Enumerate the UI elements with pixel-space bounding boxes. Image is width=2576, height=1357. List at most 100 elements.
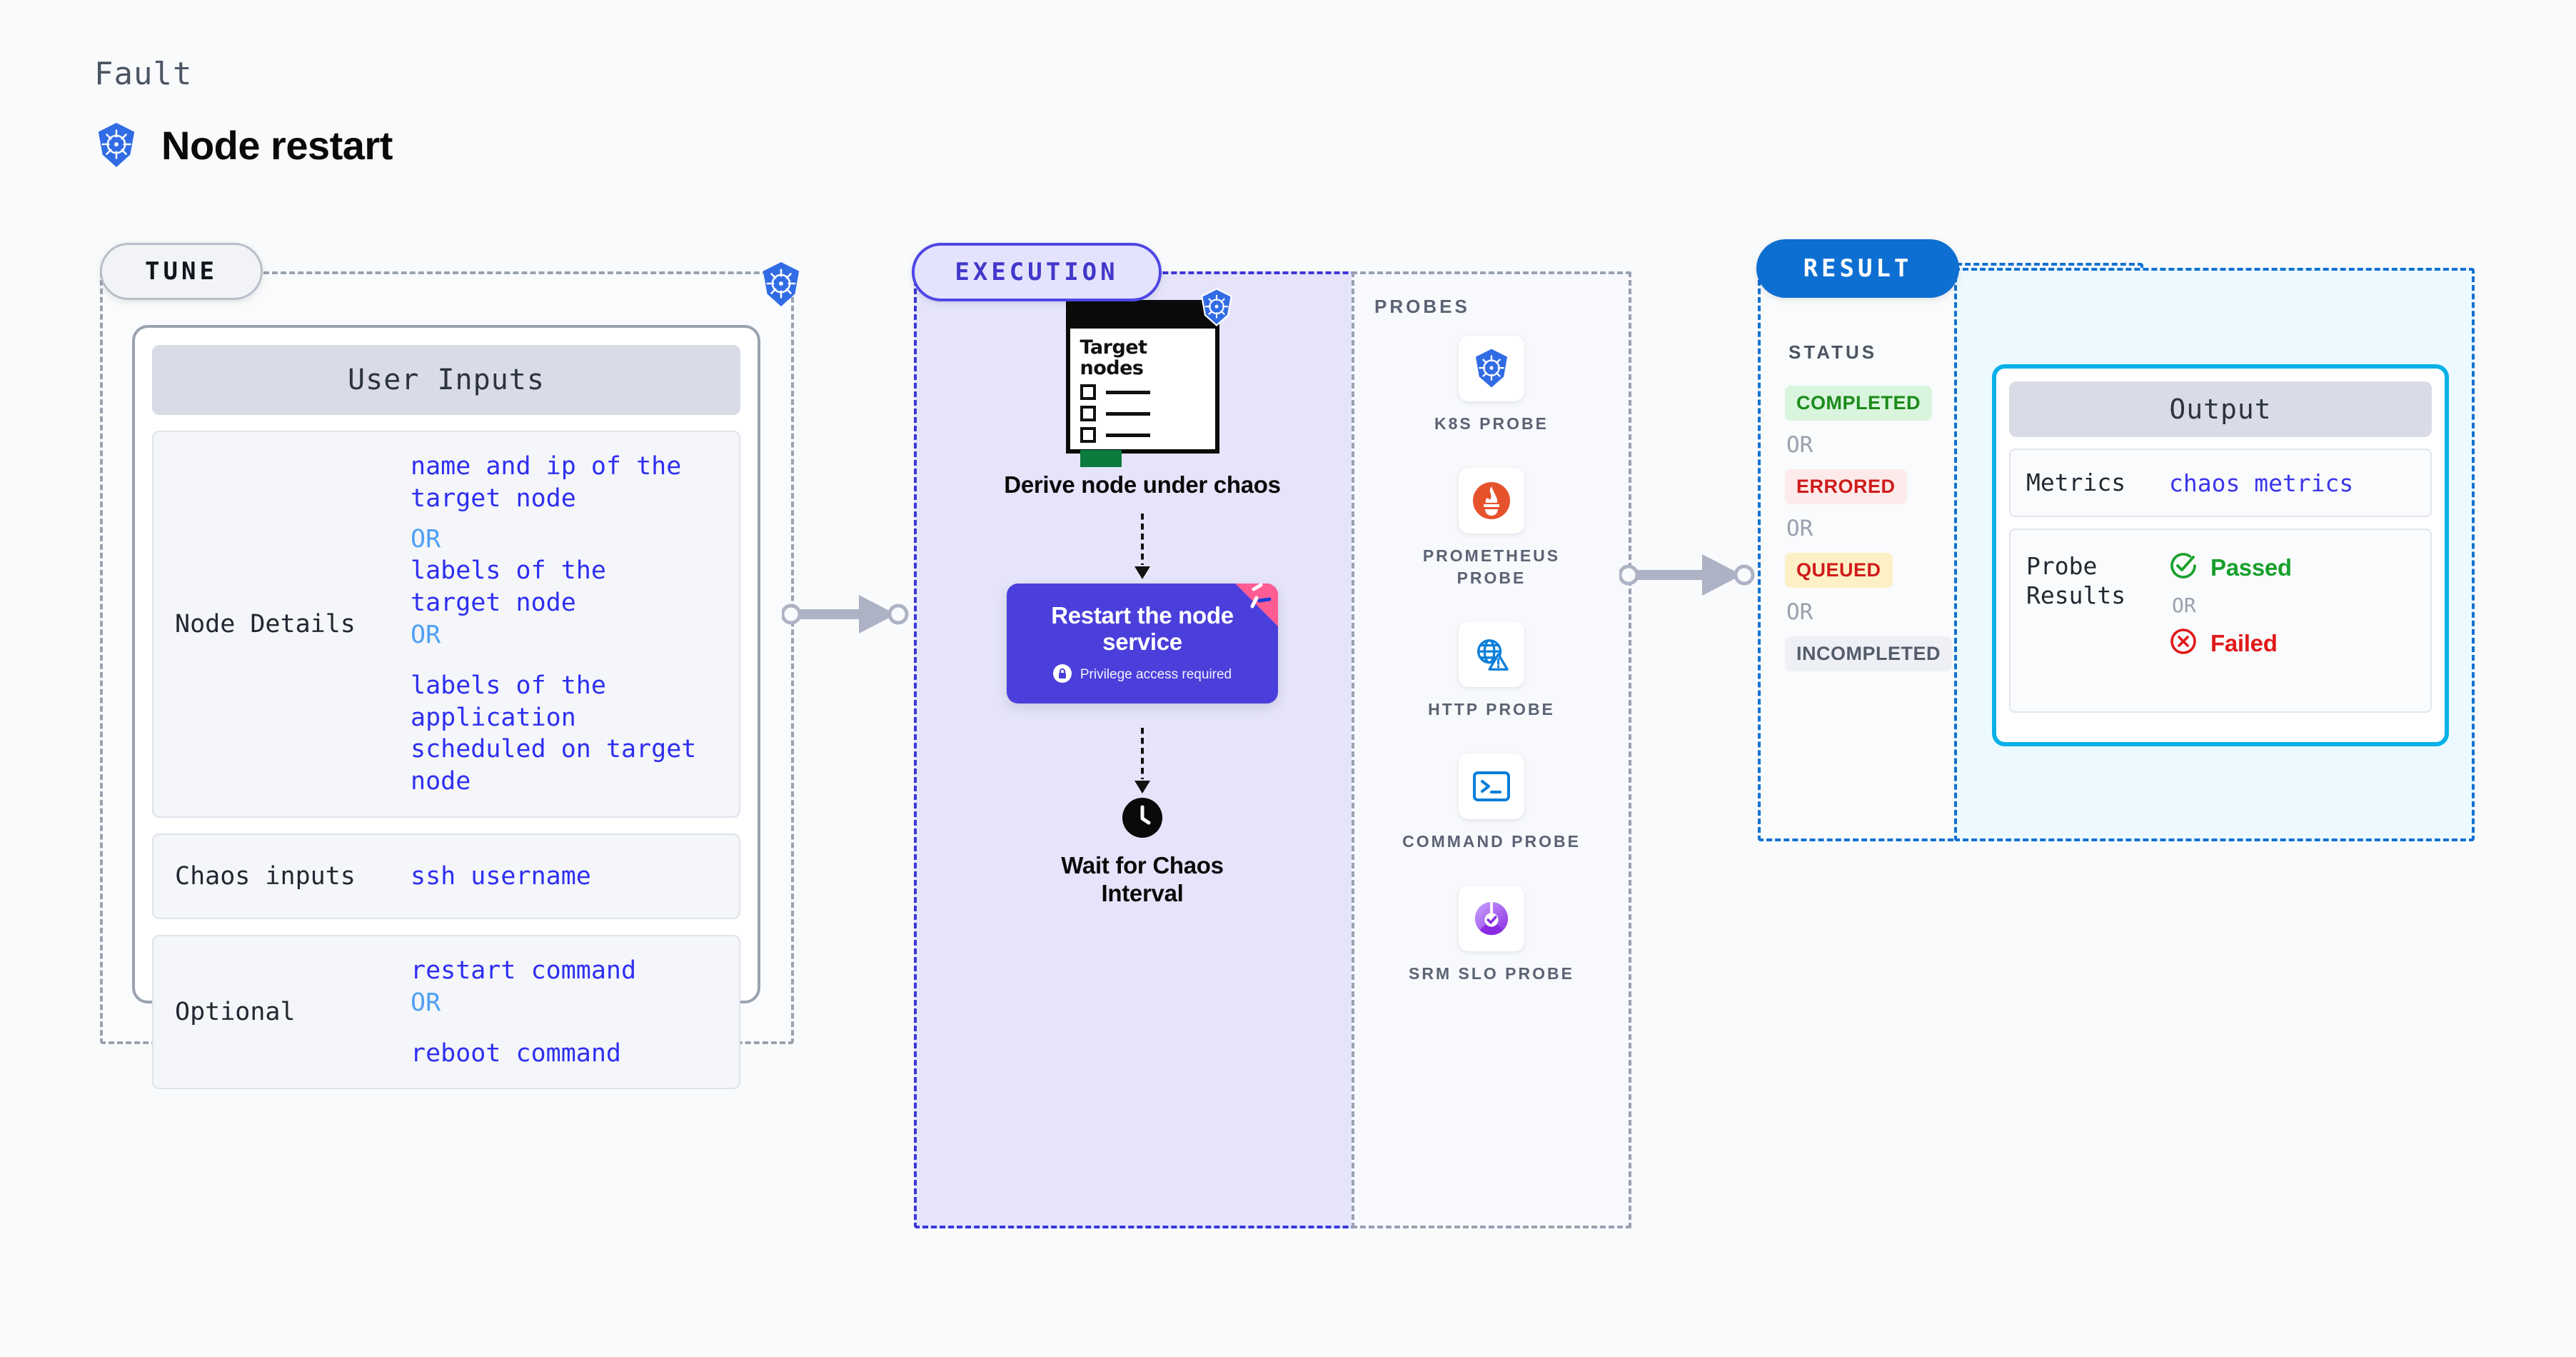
output-row-value: chaos metrics	[2169, 469, 2354, 497]
privilege-note: Privilege access required	[1080, 667, 1232, 683]
input-row-node-details: Node Details name and ip of the target n…	[152, 431, 740, 818]
output-key-line: Probe	[2026, 552, 2098, 580]
input-value-line: name and ip of the	[411, 452, 682, 481]
page-title-text: Node restart	[161, 122, 393, 168]
page-title: Node restart	[94, 121, 393, 169]
probe-label: SRM SLO PROBE	[1409, 964, 1574, 983]
fault-eyebrow: Fault	[94, 56, 193, 92]
step-card-title: Restart the node service	[1051, 601, 1234, 656]
input-value-line: reboot command	[411, 1038, 622, 1068]
input-row-key: Chaos inputs	[175, 861, 356, 891]
output-row-metrics: Metrics chaos metrics	[2009, 449, 2432, 517]
srm-slo-icon	[1459, 886, 1524, 952]
status-badge-errored: ERRORED	[1785, 469, 1907, 504]
placeholder-line	[1105, 390, 1150, 394]
probe-label: PROMETHEUS PROBE	[1422, 546, 1561, 587]
input-value-line: scheduled on target node	[411, 735, 697, 796]
probe-result-or-separator: OR	[2172, 594, 2196, 617]
probe-result-passed: Passed	[2169, 551, 2292, 584]
target-node-item[interactable]	[1080, 406, 1205, 422]
status-badge-completed: COMPLETED	[1785, 386, 1933, 421]
status-or-separator: OR	[1786, 516, 1813, 541]
input-row-values: restart command OR reboot command	[411, 955, 636, 1069]
clock-icon	[1122, 797, 1162, 841]
user-inputs-header: User Inputs	[152, 345, 740, 415]
input-value-line: target node	[411, 484, 576, 513]
lock-icon	[1052, 664, 1072, 686]
input-row-key: Node Details	[175, 609, 356, 639]
output-card: Output Metrics chaos metrics Probe Resul…	[1992, 364, 2449, 746]
flow-arrow-icon	[1134, 513, 1150, 579]
probe-item-srm-slo[interactable]: SRM SLO PROBE	[1399, 886, 1584, 985]
target-node-item[interactable]	[1080, 427, 1205, 444]
probe-label: HTTP PROBE	[1428, 700, 1555, 719]
checkbox-icon[interactable]	[1080, 406, 1096, 422]
input-value-line: labels of the	[411, 556, 606, 586]
output-key-line: Results	[2026, 581, 2126, 610]
input-row-values: name and ip of the target node OR labels…	[411, 451, 718, 798]
terminal-icon	[1459, 753, 1524, 820]
input-or-separator: OR	[411, 620, 441, 649]
input-row-optional: Optional restart command OR reboot comma…	[152, 934, 740, 1090]
probe-item-http[interactable]: HTTP PROBE	[1399, 621, 1584, 721]
probe-result-values: Passed OR Failed	[2169, 551, 2292, 659]
target-nodes-card: Target nodes	[1065, 288, 1232, 468]
status-badge-queued: QUEUED	[1785, 553, 1893, 588]
input-row-chaos-inputs: Chaos inputs ssh username	[152, 833, 740, 919]
output-row-key: Probe Results	[2026, 551, 2169, 611]
kubernetes-icon	[94, 121, 139, 169]
input-value-line: labels of the application	[411, 671, 606, 732]
probe-item-k8s[interactable]: K8S PROBE	[1399, 336, 1584, 435]
probes-frame	[1352, 271, 1631, 1228]
stage-pill-execution[interactable]: EXECUTION	[912, 243, 1162, 301]
probe-result-failed-label: Failed	[2210, 629, 2278, 656]
probe-result-failed: Failed	[2169, 627, 2292, 659]
user-inputs-card: User Inputs Node Details name and ip of …	[132, 325, 760, 1090]
connector-execution-to-result	[1618, 543, 1776, 611]
target-node-item[interactable]	[1080, 384, 1205, 401]
input-or-separator: OR	[411, 988, 441, 1017]
globe-warning-icon	[1459, 621, 1524, 688]
input-row-key: Optional	[175, 998, 296, 1027]
connector-tune-to-execution	[780, 582, 925, 650]
stage-pill-tune[interactable]: TUNE	[100, 243, 263, 300]
input-row-values: ssh username	[411, 861, 591, 893]
target-card-titlebar	[1070, 304, 1215, 329]
prometheus-icon	[1459, 467, 1524, 534]
input-or-separator: OR	[411, 524, 441, 554]
step-label-wait-chaos-interval: Wait for Chaos Interval	[1061, 851, 1224, 907]
input-value-line: ssh username	[411, 861, 591, 891]
probe-item-prometheus[interactable]: PROMETHEUS PROBE	[1399, 467, 1584, 589]
target-card-title-line2: nodes	[1080, 357, 1144, 380]
confirm-button[interactable]	[1080, 450, 1122, 468]
x-circle-icon	[2169, 627, 2198, 659]
stage-pill-result[interactable]: RESULT	[1756, 239, 1959, 298]
probes-list: K8S PROBE PROMETHEUS PROBE	[1352, 336, 1631, 985]
kubernetes-icon	[1198, 287, 1235, 331]
kubernetes-icon	[1459, 336, 1524, 401]
status-badge-incompleted: INCOMPLETED	[1785, 636, 1953, 671]
flow-arrow-icon	[1134, 727, 1150, 793]
probes-title: PROBES	[1374, 296, 1470, 317]
probe-item-command[interactable]: COMMAND PROBE	[1399, 753, 1584, 853]
output-row-key: Metrics	[2026, 469, 2126, 497]
status-or-separator: OR	[1786, 599, 1813, 625]
probe-label: COMMAND PROBE	[1402, 832, 1581, 851]
execution-flow: Target nodes	[928, 288, 1357, 908]
input-value-line: restart command	[411, 956, 637, 985]
placeholder-line	[1105, 433, 1150, 437]
step-card-restart-node-service[interactable]: Restart the node service Privilege acces…	[1007, 583, 1278, 703]
tune-kubernetes-badge-icon	[759, 261, 803, 311]
status-list: COMPLETED OR ERRORED OR QUEUED OR INCOMP…	[1785, 386, 1956, 671]
step-label-derive-node: Derive node under chaos	[1004, 471, 1281, 498]
chaos-flag-icon	[1228, 583, 1278, 628]
output-header: Output	[2009, 381, 2432, 437]
placeholder-line	[1105, 411, 1150, 416]
checkbox-icon[interactable]	[1080, 427, 1096, 444]
status-title: STATUS	[1788, 341, 1878, 363]
target-card-title-line1: Target	[1080, 336, 1148, 359]
status-or-separator: OR	[1786, 432, 1813, 458]
checkbox-icon[interactable]	[1080, 384, 1096, 401]
output-row-probe-results: Probe Results Passed OR	[2009, 529, 2432, 713]
